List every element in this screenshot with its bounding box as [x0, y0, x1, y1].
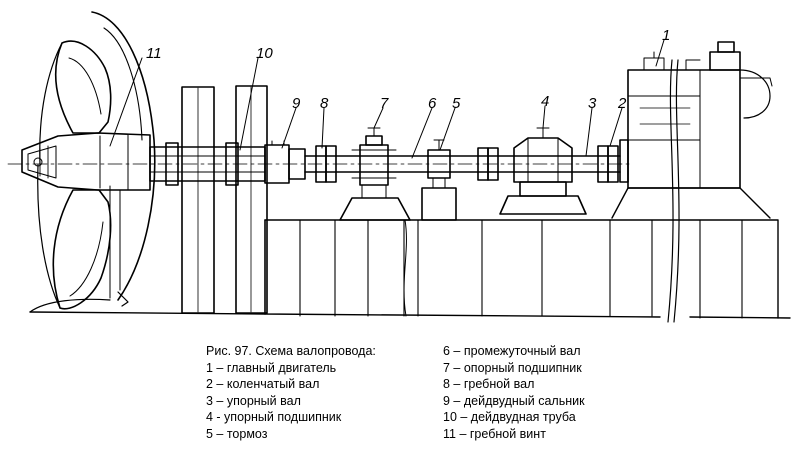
label-1: 1 — [662, 27, 670, 44]
journal-bearing — [339, 127, 411, 221]
legend-item: 11 – гребной винт — [443, 426, 546, 441]
label-5: 5 — [452, 95, 461, 112]
propeller — [21, 40, 151, 310]
stern-frames — [181, 85, 268, 314]
legend-item: 4 - упорный подшипник — [206, 410, 342, 424]
legend-item: 1 – главный двигатель — [206, 360, 337, 375]
caption-left-column: Рис. 97. Схема валопровода: 1 – главный … — [206, 343, 376, 442]
legend-item: 3 – упорный вал — [206, 393, 301, 408]
legend-item: 9 – дейдвудный сальник — [443, 393, 585, 408]
label-2: 2 — [617, 95, 627, 112]
legend-item: 10 – дейдвудная труба — [443, 410, 576, 424]
stern-gland — [264, 140, 306, 184]
label-10: 10 — [256, 45, 273, 62]
caption-right-column: 6 – промежуточный вал 7 – опорный подшип… — [443, 343, 585, 442]
thrust-bearing — [499, 127, 587, 215]
label-4: 4 — [541, 93, 549, 110]
label-8: 8 — [320, 95, 329, 112]
legend-item: 6 – промежуточный вал — [443, 344, 581, 358]
label-7: 7 — [380, 95, 389, 112]
label-11: 11 — [146, 45, 162, 62]
legend-item: 8 – гребной вал — [443, 377, 535, 391]
foundation — [264, 219, 779, 319]
caption-title: Рис. 97. Схема валопровода: — [206, 344, 376, 358]
label-9: 9 — [292, 95, 301, 112]
label-6: 6 — [428, 95, 437, 112]
label-3: 3 — [588, 95, 597, 112]
legend-item: 7 – опорный подшипник — [443, 360, 582, 375]
shaftline-diagram: 11 10 9 8 7 6 5 4 3 2 1 — [7, 11, 791, 323]
legend-item: 2 – коленчатый вал — [206, 377, 320, 391]
part-number-labels: 11 10 9 8 7 6 5 4 3 2 1 — [146, 27, 670, 112]
legend-item: 5 – тормоз — [206, 426, 268, 441]
main-engine — [619, 41, 773, 189]
brake — [421, 139, 457, 221]
sternpost — [91, 11, 156, 307]
